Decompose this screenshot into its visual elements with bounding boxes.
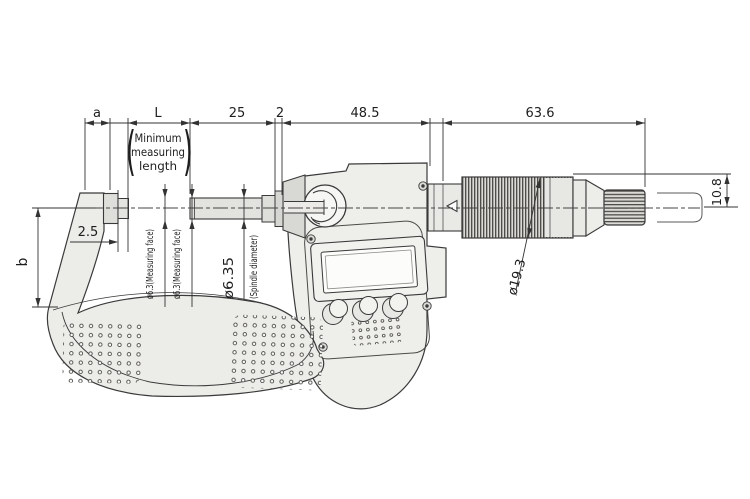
min-len-line2: measuring bbox=[131, 145, 185, 159]
index-mark-icon bbox=[445, 199, 458, 213]
spindle-collar bbox=[261, 195, 276, 223]
frame bbox=[46, 192, 325, 398]
dimension-lines bbox=[32, 118, 738, 308]
paren-close: ) bbox=[183, 121, 193, 182]
dim-b: b bbox=[15, 257, 31, 266]
anvil bbox=[102, 192, 129, 225]
dim-L: L bbox=[154, 106, 162, 121]
dim-63-6: 63.6 bbox=[526, 106, 555, 121]
grip-dots-left bbox=[62, 319, 142, 384]
dim-25: 25 bbox=[229, 106, 246, 121]
min-len-line3: length bbox=[139, 159, 177, 173]
spindle-clamp bbox=[284, 184, 347, 228]
minimum-measuring-length-note: ( Minimum measuring length ) bbox=[126, 121, 193, 182]
thimble bbox=[461, 176, 574, 239]
boss-lip bbox=[274, 190, 284, 227]
spindle bbox=[189, 197, 263, 220]
dim-a: a bbox=[93, 106, 101, 121]
spindle-diameter-value: ø6.35 bbox=[221, 257, 237, 299]
dim-2: 2 bbox=[276, 106, 284, 121]
spindle-diameter-label: (Spindle diameter) bbox=[249, 235, 260, 299]
body-grip-dots bbox=[351, 315, 403, 346]
button-2 bbox=[352, 296, 378, 322]
min-len-line1: Minimum bbox=[135, 131, 182, 145]
lcd-display bbox=[310, 235, 429, 303]
measuring-face-label-1: ø6.3(Measuring face) bbox=[145, 229, 156, 299]
dim-2-5: 2.5 bbox=[78, 225, 99, 240]
paren-open: ( bbox=[126, 121, 136, 182]
ratchet-knob bbox=[603, 189, 646, 226]
dimension-arrows bbox=[35, 120, 730, 307]
dimension-labels: a L 25 2 48.5 63.6 ( Minimum measuring l… bbox=[15, 106, 724, 299]
thimble-diameter-label: ø19.3 bbox=[505, 258, 529, 298]
button-1 bbox=[322, 299, 348, 325]
measuring-face-label-2: ø6.3(Measuring face) bbox=[172, 229, 183, 299]
ratchet-diameter-label: 10.8 bbox=[709, 178, 724, 206]
sleeve bbox=[427, 183, 463, 232]
function-buttons bbox=[322, 293, 408, 325]
dim-48-5: 48.5 bbox=[351, 106, 380, 121]
ratchet-phantom-outline bbox=[657, 192, 703, 223]
grip-dots-right bbox=[231, 314, 323, 391]
